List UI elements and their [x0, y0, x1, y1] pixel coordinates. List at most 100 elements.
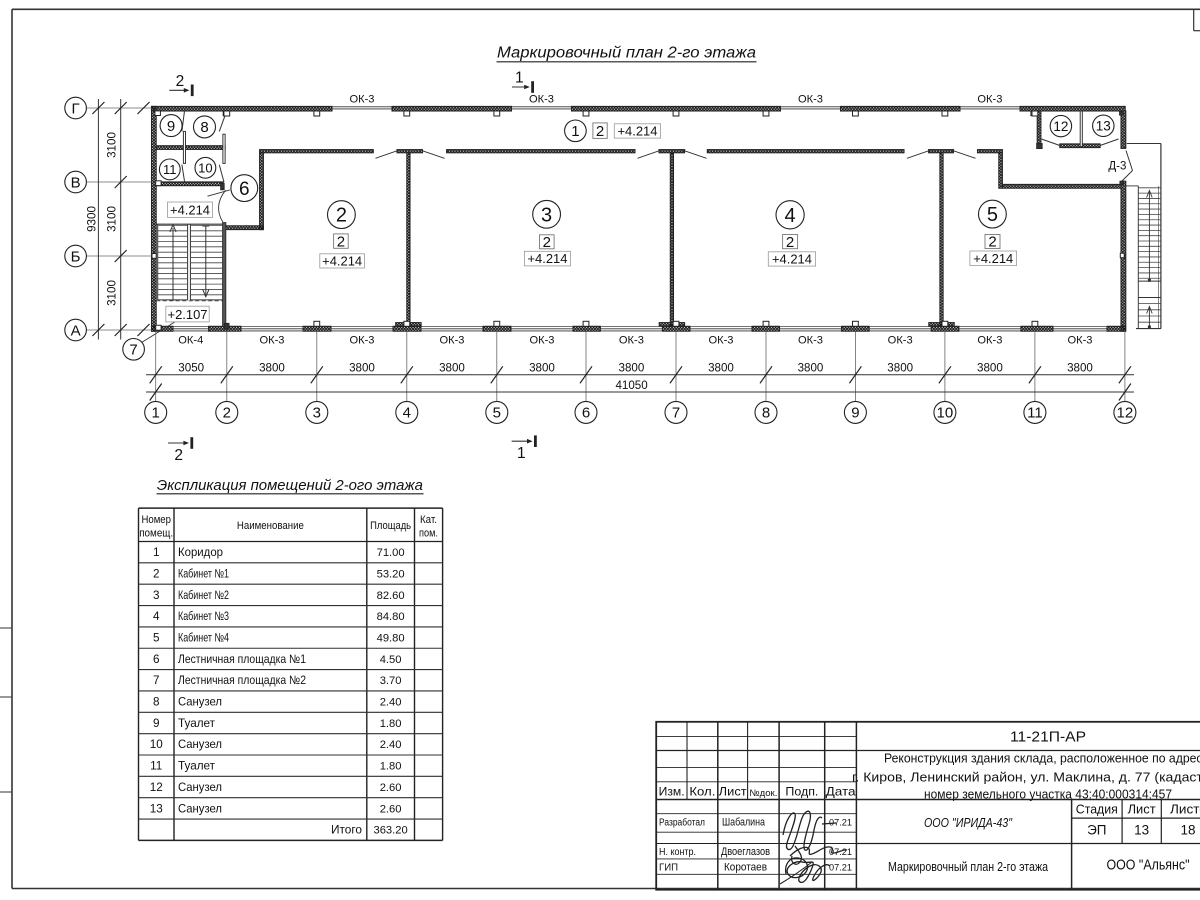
- svg-text:3800: 3800: [887, 361, 913, 374]
- svg-text:ОК-3: ОК-3: [530, 335, 555, 347]
- svg-text:9300: 9300: [86, 206, 99, 232]
- svg-text:8: 8: [200, 119, 208, 136]
- svg-text:9: 9: [153, 717, 160, 730]
- svg-text:5: 5: [987, 204, 998, 226]
- svg-text:Листов: Листов: [1170, 802, 1200, 817]
- svg-text:ОК-3: ОК-3: [798, 335, 823, 347]
- svg-text:ОК-3: ОК-3: [619, 335, 644, 347]
- svg-text:1: 1: [515, 70, 524, 87]
- svg-text:Шабалина: Шабалина: [722, 817, 765, 829]
- svg-text:Туалет: Туалет: [178, 716, 215, 730]
- svg-text:ЭП: ЭП: [1087, 823, 1106, 838]
- svg-text:2.60: 2.60: [380, 803, 402, 815]
- svg-text:Изм.: Изм.: [659, 784, 685, 798]
- svg-text:4.50: 4.50: [380, 654, 402, 666]
- svg-text:3.70: 3.70: [380, 675, 402, 687]
- svg-text:2.60: 2.60: [380, 782, 402, 794]
- svg-text:Санузел: Санузел: [178, 737, 222, 751]
- svg-text:ОК-3: ОК-3: [350, 335, 375, 347]
- svg-text:9: 9: [167, 118, 175, 135]
- svg-text:82.60: 82.60: [377, 590, 405, 602]
- svg-text:10: 10: [937, 405, 954, 422]
- svg-text:1: 1: [153, 546, 160, 559]
- svg-text:Наименование: Наименование: [237, 520, 304, 532]
- svg-text:помещ.: помещ.: [139, 528, 173, 540]
- svg-text:Кабинет №1: Кабинет №1: [178, 566, 229, 580]
- svg-text:8: 8: [153, 696, 160, 709]
- svg-text:3100: 3100: [106, 132, 119, 158]
- svg-text:+4.214: +4.214: [617, 124, 657, 139]
- svg-text:2: 2: [174, 447, 183, 464]
- svg-text:Двоеглазов: Двоеглазов: [721, 846, 770, 858]
- svg-text:ОК-3: ОК-3: [1068, 335, 1093, 347]
- svg-text:ОК-3: ОК-3: [260, 335, 285, 347]
- svg-text:Лестничная площадка №1: Лестничная площадка №1: [178, 652, 306, 666]
- svg-text:Номер: Номер: [141, 514, 171, 526]
- svg-text:+4.214: +4.214: [170, 202, 210, 217]
- svg-text:3800: 3800: [529, 361, 555, 374]
- svg-text:5: 5: [153, 631, 160, 644]
- svg-text:1: 1: [517, 445, 526, 462]
- svg-text:Подп.: Подп.: [785, 784, 818, 798]
- svg-text:9: 9: [851, 405, 859, 422]
- svg-text:11-21П-АР: 11-21П-АР: [1010, 730, 1086, 746]
- svg-text:ОК-3: ОК-3: [440, 335, 465, 347]
- svg-text:6: 6: [239, 179, 250, 200]
- svg-text:2: 2: [176, 73, 185, 90]
- svg-text:2.40: 2.40: [380, 697, 402, 709]
- svg-text:ОК-3: ОК-3: [529, 93, 554, 105]
- svg-text:12: 12: [1053, 119, 1068, 134]
- svg-text:3800: 3800: [798, 361, 824, 374]
- svg-text:12: 12: [150, 781, 163, 794]
- svg-text:Н. контр.: Н. контр.: [659, 847, 696, 858]
- svg-text:49.80: 49.80: [377, 632, 405, 644]
- svg-text:7: 7: [129, 342, 137, 359]
- svg-text:ОК-3: ОК-3: [977, 93, 1002, 105]
- svg-text:2: 2: [543, 234, 551, 251]
- svg-text:07.21: 07.21: [829, 818, 852, 829]
- svg-text:+4.214: +4.214: [772, 252, 812, 267]
- svg-text:1.80: 1.80: [380, 718, 402, 730]
- svg-text:+2.107: +2.107: [168, 307, 208, 322]
- svg-text:4: 4: [153, 610, 160, 623]
- svg-text:2: 2: [337, 233, 345, 250]
- svg-text:1: 1: [152, 405, 160, 422]
- svg-text:3800: 3800: [619, 361, 645, 374]
- svg-text:1: 1: [571, 123, 579, 140]
- svg-text:Лист: Лист: [1128, 802, 1156, 817]
- svg-text:ГИП: ГИП: [659, 863, 678, 874]
- svg-text:1.80: 1.80: [380, 761, 402, 773]
- svg-text:07.21: 07.21: [829, 863, 852, 874]
- svg-text:ООО "Альянс": ООО "Альянс": [1107, 858, 1190, 874]
- svg-text:ОК-3: ОК-3: [888, 335, 913, 347]
- svg-text:3800: 3800: [1067, 361, 1093, 374]
- svg-text:Г: Г: [72, 100, 80, 117]
- svg-text:3: 3: [541, 204, 552, 226]
- svg-text:Коротаев: Коротаев: [724, 862, 767, 874]
- svg-text:Разработал: Разработал: [659, 817, 705, 829]
- svg-text:4: 4: [785, 205, 796, 227]
- svg-text:7: 7: [672, 405, 680, 422]
- svg-text:3050: 3050: [178, 361, 204, 374]
- svg-text:Стадия: Стадия: [1076, 802, 1118, 817]
- svg-text:4: 4: [403, 405, 411, 422]
- svg-text:Экспликация помещений 2-ого эт: Экспликация помещений 2-ого этажа: [157, 477, 423, 494]
- svg-text:Коридор: Коридор: [178, 545, 223, 559]
- svg-text:11: 11: [1027, 405, 1043, 422]
- svg-text:Кабинет №3: Кабинет №3: [178, 609, 229, 623]
- svg-text:А: А: [71, 322, 81, 339]
- svg-text:363.20: 363.20: [373, 825, 407, 837]
- svg-text:ОК-3: ОК-3: [977, 335, 1002, 347]
- svg-text:2: 2: [596, 123, 604, 140]
- svg-text:10: 10: [150, 738, 164, 751]
- svg-text:7: 7: [153, 674, 160, 687]
- svg-text:Лист: Лист: [719, 784, 748, 798]
- svg-text:13: 13: [1134, 823, 1149, 838]
- svg-text:3100: 3100: [106, 280, 119, 306]
- svg-text:Туалет: Туалет: [178, 759, 215, 773]
- svg-text:пом.: пом.: [419, 528, 438, 540]
- svg-text:ОК-4: ОК-4: [178, 335, 203, 347]
- svg-text:84.80: 84.80: [377, 611, 405, 623]
- svg-text:10: 10: [198, 160, 212, 175]
- svg-text:11: 11: [163, 162, 177, 177]
